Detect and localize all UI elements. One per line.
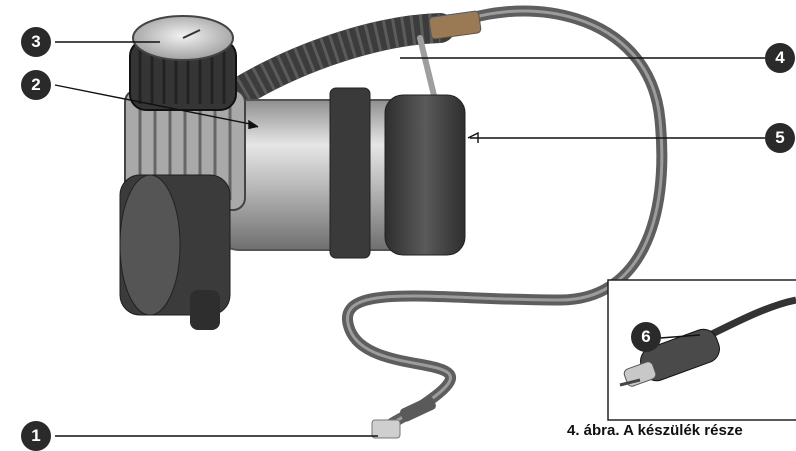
cylinder-cap xyxy=(384,94,466,256)
callout-5: 5 xyxy=(765,123,795,153)
figure-caption: 4. ábra. A készülék része xyxy=(567,422,743,439)
callout-4: 4 xyxy=(765,43,795,73)
callout-1: 1 xyxy=(21,421,51,451)
callout-6: 6 xyxy=(631,322,661,352)
callout-2: 2 xyxy=(21,70,51,100)
pressure-gauge xyxy=(129,15,237,111)
car-plug xyxy=(619,296,796,387)
callout-3: 3 xyxy=(21,27,51,57)
callout-leaders xyxy=(54,41,765,437)
hose-nozzle xyxy=(371,419,401,439)
spring-hose xyxy=(220,13,455,110)
